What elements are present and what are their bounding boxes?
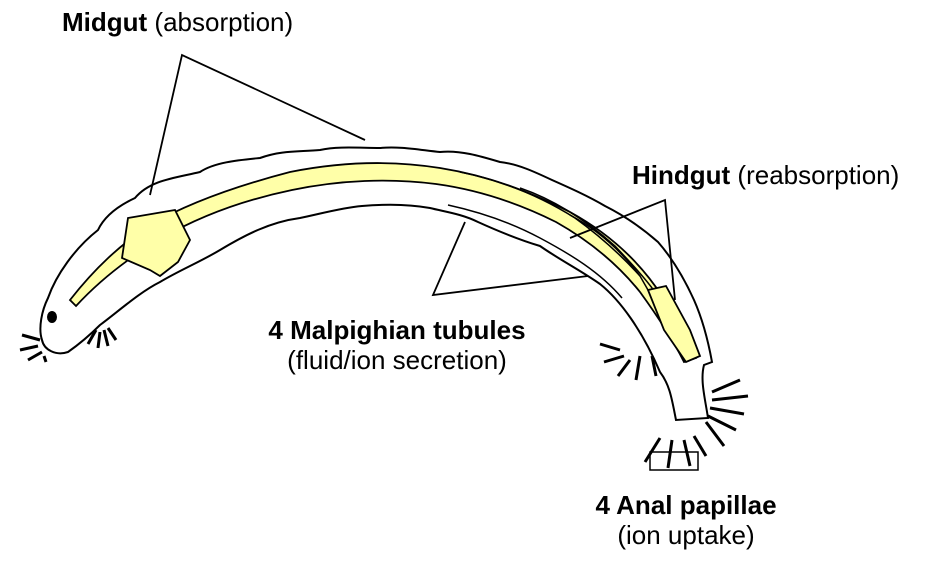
anal-papillae-box	[650, 452, 698, 470]
malpighian-name: 4 Malpighian tubules	[242, 315, 552, 345]
malpighian-label: 4 Malpighian tubules (fluid/ion secretio…	[242, 315, 552, 375]
midgut-function: (absorption)	[154, 7, 293, 37]
hindgut-name: Hindgut	[632, 160, 730, 190]
hindgut-label: Hindgut (reabsorption)	[632, 160, 899, 190]
anal-brush	[706, 380, 748, 446]
hindgut-function: (reabsorption)	[737, 160, 899, 190]
midgut-label: Midgut (absorption)	[62, 7, 293, 37]
anal-label: 4 Anal papillae (ion uptake)	[566, 490, 806, 550]
anal-name: 4 Anal papillae	[566, 490, 806, 520]
siphon-brush	[600, 344, 656, 380]
larva-eye	[47, 311, 57, 323]
larva-body	[40, 147, 712, 420]
midgut-name: Midgut	[62, 7, 147, 37]
malpighian-function: (fluid/ion secretion)	[242, 345, 552, 375]
anal-function: (ion uptake)	[566, 520, 806, 550]
